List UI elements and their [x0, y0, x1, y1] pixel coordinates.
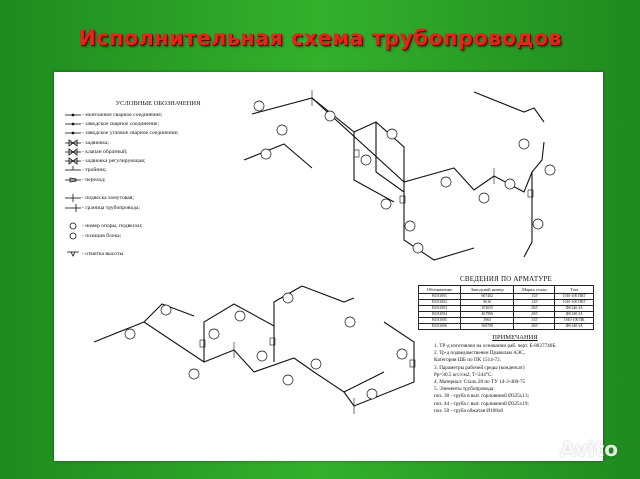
legend-text: - задвижка;: [82, 139, 109, 146]
legend-text: - граница трубопровода;: [82, 204, 141, 211]
legend-row: - граница трубопровода;: [64, 203, 234, 212]
fittings-column-header: Марка стали: [513, 285, 556, 294]
table-cell: Ф8.340.3А: [554, 323, 594, 330]
angle-weld-icon: [65, 131, 81, 135]
note-line: 2. Тр-д подведомственен Правилам АЭС,: [434, 350, 525, 357]
mount-weld-icon: [65, 113, 81, 117]
block-position-icon: [69, 232, 77, 239]
legend-text: - отметка высоты: [82, 251, 124, 258]
legend-text: - клапан обратный;: [82, 148, 128, 155]
support-number-icon: [69, 222, 77, 230]
legend-row: - переход;: [64, 175, 234, 184]
avito-dots-icon: [535, 440, 554, 458]
note-line: Рр=30.5 кгс/см2, Т=244°С.: [434, 371, 493, 378]
legend-row: - подвеска хомутовая;: [64, 194, 234, 203]
slide-title: Исполнительная схема трубопроводов: [78, 26, 562, 50]
fittings-column-header: Тип: [554, 285, 594, 294]
legend-text: - монтажное сварное соединение;: [82, 111, 163, 118]
note-line: поз. 44 - труба с выт. горловиной Ø325х1…: [434, 400, 529, 407]
legend-row: - монтажное сварное соединение;: [64, 110, 234, 119]
legend-row: - заводское сварное соединение;: [64, 119, 234, 128]
legend-row: - задвижка;: [64, 138, 234, 147]
legend-text: - подвеска хомутовая;: [82, 195, 134, 202]
gate-valve-icon: [65, 138, 81, 147]
blank-icon: [64, 185, 82, 193]
legend-text: - позиция блока;: [82, 232, 122, 239]
legend-text: - заводское сварное соединение;: [82, 120, 159, 127]
avito-watermark: Avito: [533, 437, 618, 461]
check-valve-icon: [65, 148, 81, 156]
factory-weld-icon: [65, 122, 81, 126]
drawing-sheet: УСЛОВНЫЕ ОБОЗНАЧЕНИЯ - монтажное сварное…: [54, 72, 603, 461]
legend-row: [64, 240, 234, 249]
legend-row: [64, 212, 234, 221]
tee-icon: [65, 166, 81, 171]
notes-block: ПРИМЕЧАНИЯ 1. ТР-д изготовлен на основан…: [434, 334, 596, 415]
legend-row: - тройник;: [64, 166, 234, 175]
fittings-column-header: Обозначение: [417, 285, 462, 294]
note-line: 1. ТР-д изготовлен на основании раб. чер…: [434, 343, 557, 349]
note-line: 5. Элементы трубопровода:: [434, 386, 495, 393]
legend-row: - номер опоры, подвески;: [64, 222, 234, 231]
note-line: поз. 50 - труба обжатая Ø108х8: [434, 407, 504, 414]
pipe-upper: [251, 97, 545, 193]
note-line: 4. Материал: Сталь 20 по ТУ 14-3-460-75: [434, 379, 526, 386]
transition-icon: [65, 177, 81, 183]
legend-text: - заводское угловое сварное соединение;: [82, 130, 179, 137]
control-valve-icon: [65, 157, 81, 165]
avito-text: Avito: [560, 437, 618, 461]
legend-row: - позиция блока;: [64, 231, 234, 240]
pipe-lower: [93, 321, 385, 393]
blank-icon: [64, 213, 82, 221]
legend-text: - задвижка регулирующая;: [82, 158, 146, 165]
blank-icon: [64, 241, 82, 249]
legend-text: - переход;: [82, 176, 106, 183]
clamp-support-icon: [65, 194, 81, 203]
height-mark-icon: [67, 251, 79, 257]
table-cell: ВОЗ1006: [417, 323, 462, 330]
legend-row: - отметка высоты: [64, 249, 234, 258]
fittings-column-header: Заводской номер: [460, 285, 515, 294]
note-line: поз. 30 - труба в выт. горловиной Ø325х1…: [434, 393, 530, 400]
legend-text: - номер опоры, подвески;: [82, 223, 143, 230]
legend-heading: УСЛОВНЫЕ ОБОЗНАЧЕНИЯ: [115, 100, 201, 107]
legend-row: - клапан обратный;: [64, 147, 234, 156]
note-line: Категория ШБ по ПК 1514-72.: [434, 357, 502, 364]
legend-text: - тройник;: [82, 167, 107, 174]
legend-row: - задвижка регулирующая;: [64, 156, 234, 165]
legend-row: [64, 184, 234, 193]
notes-heading: ПРИМЕЧАНИЯ: [492, 334, 538, 341]
table-cell: 569708: [460, 323, 515, 330]
legend: УСЛОВНЫЕ ОБОЗНАЧЕНИЯ - монтажное сварное…: [64, 100, 234, 259]
pipeline-isometric-diagram: [93, 90, 556, 414]
boundary-icon: [65, 203, 81, 212]
fittings-heading: СВЕДЕНИЯ ПО АРМАТУРЕ: [459, 275, 553, 283]
legend-row: - заводское угловое сварное соединение;: [64, 129, 234, 138]
table-cell: 20Л: [513, 323, 556, 330]
note-line: 3. Параметры рабочей среды (конденсат): [434, 364, 525, 371]
